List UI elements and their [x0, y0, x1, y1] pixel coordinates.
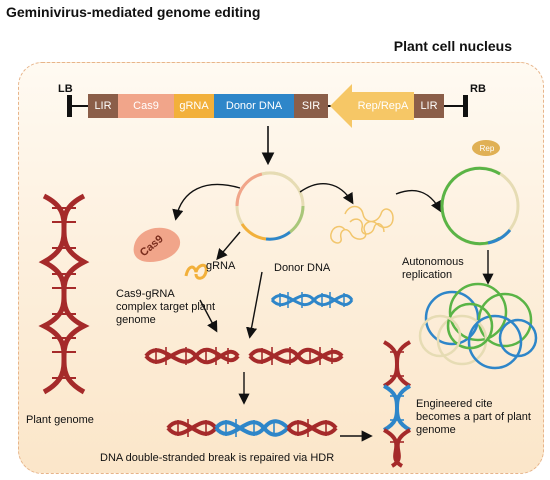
repaired-dna-helix	[166, 419, 338, 437]
cas9-protein-icon	[133, 227, 181, 262]
circular-replicon	[235, 171, 305, 241]
grna-label: gRNA	[206, 260, 236, 272]
donor-dna-rungs	[279, 292, 345, 308]
engineered-genome-helix	[382, 340, 412, 468]
arrow-plasmid-to-grna	[216, 231, 241, 261]
replicating-circle	[440, 166, 520, 246]
cut-genome-dna-right	[248, 347, 344, 365]
autonomous-replication-label: Autonomous replication	[402, 256, 464, 282]
lb-border-bar	[67, 95, 72, 117]
segment-cas9: Cas9	[118, 94, 174, 118]
figure-title: Geminivirus-mediated genome editing	[6, 4, 261, 20]
repaired-dna-rungs	[177, 419, 327, 437]
segment-sir: SIR	[294, 94, 328, 118]
cut-genome-rungs	[155, 347, 333, 365]
arrow-complex-to-target	[199, 299, 218, 333]
cut-genome-dna-left	[144, 347, 240, 365]
plant-genome-label: Plant genome	[26, 414, 94, 426]
arrow-to-rep-circle	[395, 189, 442, 213]
segment-grna: gRNA	[174, 94, 214, 118]
rep-protein-blob	[472, 140, 500, 156]
rep-protein-label: Rep	[479, 144, 495, 153]
donor-dna-label: Donor DNA	[274, 262, 331, 274]
rep-protein-tangle-icon	[330, 205, 394, 244]
arrow-plasmid-to-cas9	[172, 183, 241, 221]
segment-donor-dna: Donor DNA	[214, 94, 294, 118]
cas9-grna-complex-label: Cas9-gRNA complex target plant genome	[116, 288, 216, 327]
autonomous-replication-cluster	[418, 282, 538, 370]
engineered-cite-label: Engineered cite becomes a part of plant …	[416, 398, 531, 437]
engineered-genome-rungs	[390, 351, 404, 443]
segment-rep-repa: Rep/RepA	[357, 100, 409, 112]
nucleus-label: Plant cell nucleus	[393, 38, 512, 54]
arrow-donor-to-target	[246, 271, 263, 339]
plant-genome-rungs	[52, 207, 76, 379]
plant-cell-nucleus	[18, 62, 544, 474]
segment-lir-right: LIR	[414, 94, 444, 118]
grna-icon	[184, 263, 208, 280]
donor-dna-helix	[270, 293, 354, 307]
rep-repa-arrowhead	[330, 84, 352, 128]
hdr-repair-label: DNA double-stranded break is repaired vi…	[100, 452, 335, 464]
rep-repa-arrow	[336, 92, 414, 120]
rb-label: RB	[470, 83, 486, 95]
arrow-plasmid-to-rep-protein	[299, 183, 354, 205]
plant-genome-helix	[38, 193, 90, 395]
lb-label: LB	[58, 83, 73, 95]
segment-lir-left: LIR	[88, 94, 118, 118]
rb-border-bar	[463, 95, 468, 117]
